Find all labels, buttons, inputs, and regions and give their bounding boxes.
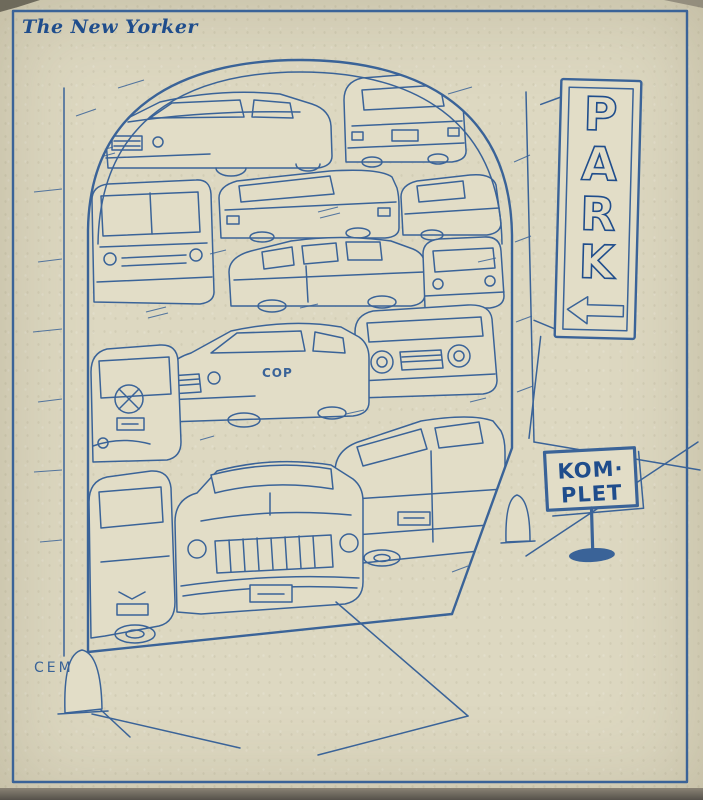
car-illustration (90, 344, 182, 463)
left-wall (32, 79, 473, 657)
car-illustration (354, 304, 498, 399)
car-illustration: COP (164, 322, 370, 428)
garage-arch (86, 58, 514, 654)
sign-post (589, 506, 595, 553)
car-illustration (174, 460, 364, 615)
left-arrow-icon (566, 296, 625, 325)
komplet-sign: KOM· PLET (542, 446, 645, 563)
traffic-bollard-right (500, 494, 536, 544)
sign-base (568, 547, 615, 563)
car-illustration (400, 173, 502, 241)
traffic-bollard-left (57, 649, 131, 738)
car-door-label: COP (262, 366, 293, 380)
car-illustration (218, 169, 400, 243)
komplet-sign-line2: PLET (560, 480, 623, 507)
car-illustration (343, 71, 467, 168)
scan-edge (0, 788, 703, 800)
park-sign-letter: A (581, 137, 618, 192)
frame-border (11, 9, 689, 784)
park-sign-panel (553, 77, 643, 341)
car-illustration (105, 91, 333, 177)
car-illustration (334, 416, 506, 567)
scan-smudge (664, 0, 703, 8)
park-sign-inner-border (562, 86, 634, 332)
car-illustration (228, 236, 426, 313)
park-sign-letter: K (578, 235, 617, 290)
scan-smudge (0, 0, 40, 12)
publication-title: The New Yorker (22, 16, 198, 38)
van-illustration (91, 179, 215, 305)
car-illustration (88, 470, 176, 644)
stacked-cars: COP (88, 71, 506, 644)
right-wall (513, 91, 535, 443)
artist-signature: CEM (34, 660, 74, 676)
park-sign: P A R K (528, 77, 643, 440)
park-sign-letter: P (583, 87, 618, 142)
park-sign-letter: R (579, 187, 616, 242)
komplet-sign-line1: KOM· (557, 456, 624, 483)
car-illustration (422, 236, 505, 309)
